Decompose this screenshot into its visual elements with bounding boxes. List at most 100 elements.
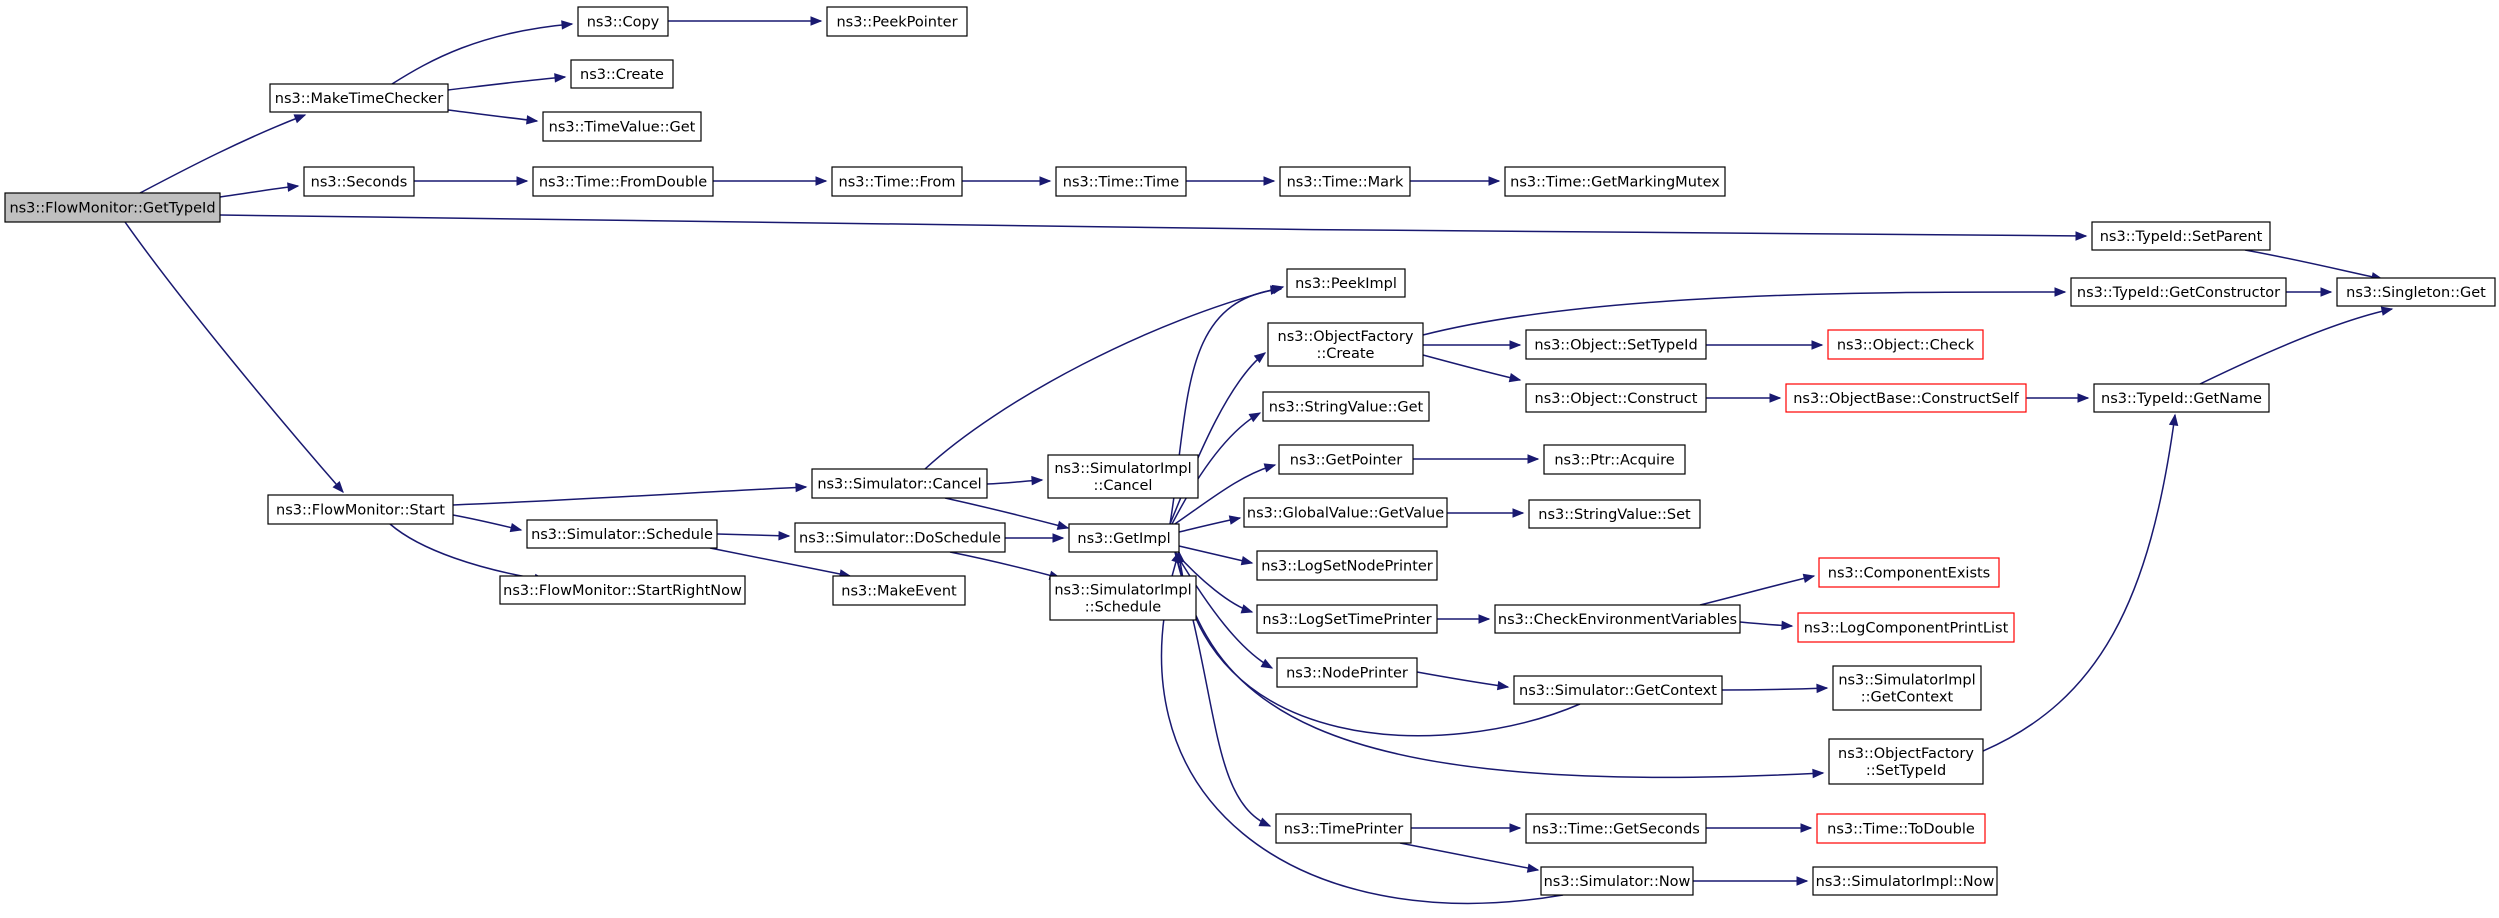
edge-n29-to-n30	[1447, 508, 1525, 518]
node-ns3-typeid-getname[interactable]: ns3::TypeId::GetName	[2093, 383, 2270, 413]
edge-arrowhead	[1039, 176, 1052, 186]
edge-n20-to-n13	[2286, 287, 2333, 297]
node-ns3-stringvalue-set[interactable]: ns3::StringValue::Set	[1528, 499, 1701, 529]
node-box	[1504, 166, 1726, 197]
node-box	[526, 519, 718, 549]
node-ns3-getimpl[interactable]: ns3::GetImpl	[1068, 523, 1180, 553]
edge-line	[219, 185, 299, 198]
node-ns3-simulator-getcontext[interactable]: ns3::Simulator::GetContext	[1513, 675, 1723, 705]
node-ns3-peekpointer[interactable]: ns3::PeekPointer	[826, 6, 968, 37]
node-ns3-simulatorimpl-schedule[interactable]: ns3::SimulatorImpl::Schedule	[1049, 575, 1197, 621]
node-ns3-flowmonitor-start[interactable]: ns3::FlowMonitor::Start	[267, 494, 454, 525]
edge-arrowhead	[1769, 393, 1782, 403]
node-box	[267, 494, 454, 525]
edge-arrowhead	[778, 530, 791, 541]
edge-line	[124, 221, 344, 493]
node-ns3-simulator-doschedule[interactable]: ns3::Simulator::DoSchedule	[794, 522, 1006, 553]
node-label: ns3::Time::From	[839, 175, 956, 191]
edge-line	[447, 76, 566, 91]
edge-n18-to-n36	[1174, 551, 1274, 669]
node-ns3-simulator-now[interactable]: ns3::Simulator::Now	[1540, 866, 1694, 896]
node-ns3-time-todouble[interactable]: ns3::Time::ToDouble	[1816, 813, 1986, 844]
node-ns3-flowmonitor-startrightnow[interactable]: ns3::FlowMonitor::StartRightNow	[499, 575, 746, 605]
edge-line	[1416, 671, 1509, 688]
node-ns3-typeid-getconstructor[interactable]: ns3::TypeId::GetConstructor	[2070, 277, 2287, 307]
edge-arrowhead	[1478, 614, 1491, 624]
node-ns3-logsettimeprinter[interactable]: ns3::LogSetTimePrinter	[1256, 604, 1438, 634]
node-ns3-simulatorimpl-cancel[interactable]: ns3::SimulatorImpl::Cancel	[1047, 454, 1199, 499]
edge-arrowhead	[1253, 352, 1267, 364]
node-ns3-time-mark[interactable]: ns3::Time::Mark	[1279, 166, 1411, 197]
node-ns3-object-check[interactable]: ns3::Object::Check	[1827, 329, 1984, 360]
node-ns3-makeevent[interactable]: ns3::MakeEvent	[832, 575, 966, 606]
edge-arrowhead	[1526, 863, 1540, 873]
edge-n27-to-n28	[1413, 454, 1540, 464]
node-ns3-objectfactory-settypeid[interactable]: ns3::ObjectFactory::SetTypeId	[1828, 738, 1984, 785]
edge-arrowhead	[1056, 520, 1070, 530]
node-label: ns3::GetPointer	[1290, 453, 1403, 469]
edge-n19-to-n21	[1423, 340, 1522, 350]
edge-line	[2199, 308, 2393, 385]
node-ns3-logcomponentprintlist[interactable]: ns3::LogComponentPrintList	[1797, 612, 2015, 643]
edge-line	[452, 486, 807, 506]
node-ns3-time-getseconds[interactable]: ns3::Time::GetSeconds	[1525, 813, 1707, 844]
node-box	[826, 6, 968, 37]
node-box	[2336, 277, 2496, 307]
node-label: ns3::Simulator::Cancel	[817, 477, 981, 493]
node-box	[1812, 866, 1998, 896]
node-ns3-nodeprinter[interactable]: ns3::NodePrinter	[1276, 657, 1418, 688]
node-ns3-object-settypeid[interactable]: ns3::Object::SetTypeId	[1525, 329, 1707, 360]
node-ns3-copy[interactable]: ns3::Copy	[577, 6, 669, 37]
node-ns3-componentexists[interactable]: ns3::ComponentExists	[1818, 557, 2000, 588]
node-box	[1797, 612, 2015, 643]
node-ns3-timevalue-get[interactable]: ns3::TimeValue::Get	[542, 111, 702, 142]
node-box	[499, 575, 746, 605]
node-ns3-simulatorimpl-now[interactable]: ns3::SimulatorImpl::Now	[1812, 866, 1998, 896]
node-ns3-logsetnodeprinter[interactable]: ns3::LogSetNodePrinter	[1256, 550, 1438, 581]
edge-n40-to-n41	[1411, 823, 1522, 833]
edge-n7-to-n8	[713, 176, 828, 186]
node-label: ns3::TypeId::GetName	[2101, 391, 2262, 407]
node-ns3-simulator-schedule[interactable]: ns3::Simulator::Schedule	[526, 519, 718, 549]
node-label: ns3::Object::Construct	[1535, 391, 1698, 407]
node-ns3-objectfactory-create[interactable]: ns3::ObjectFactory::Create	[1267, 322, 1424, 367]
node-box	[832, 575, 966, 606]
edge-line	[1174, 551, 1273, 669]
node-label: ns3::ComponentExists	[1828, 566, 1991, 582]
node-box	[1275, 813, 1412, 844]
node-ns3-objectbase-constructself[interactable]: ns3::ObjectBase::ConstructSelf	[1785, 383, 2027, 413]
node-ns3-singleton-get[interactable]: ns3::Singleton::Get	[2336, 277, 2496, 307]
node-ns3-seconds[interactable]: ns3::Seconds	[303, 166, 415, 197]
node-label: ns3::FlowMonitor::StartRightNow	[503, 583, 742, 599]
node-box	[1785, 383, 2027, 413]
node-ns3-object-construct[interactable]: ns3::Object::Construct	[1525, 383, 1707, 413]
node-ns3-getpointer[interactable]: ns3::GetPointer	[1278, 444, 1414, 475]
node-box	[1047, 454, 1199, 499]
node-ns3-globalvalue-getvalue[interactable]: ns3::GlobalValue::GetValue	[1243, 497, 1448, 528]
node-ns3-time-time[interactable]: ns3::Time::Time	[1055, 166, 1187, 197]
node-box	[1068, 523, 1180, 553]
node-box	[1513, 675, 1723, 705]
edge-n9-to-n10	[1186, 176, 1276, 186]
node-label: ns3::Time::Time	[1063, 175, 1180, 191]
node-ns3-simulator-cancel[interactable]: ns3::Simulator::Cancel	[811, 468, 988, 499]
edge-n15-to-n16	[924, 284, 1285, 470]
edge-line	[219, 214, 2087, 237]
node-ns3-maketimechecker[interactable]: ns3::MakeTimeChecker	[269, 83, 449, 113]
node-ns3-timeprinter[interactable]: ns3::TimePrinter	[1275, 813, 1412, 844]
node-ns3-stringvalue-get[interactable]: ns3::StringValue::Get	[1262, 391, 1430, 422]
node-ns3-time-fromdouble[interactable]: ns3::Time::FromDouble	[532, 166, 714, 197]
node-ns3-create[interactable]: ns3::Create	[570, 59, 674, 89]
node-ns3-time-from[interactable]: ns3::Time::From	[831, 166, 963, 197]
node-ns3-typeid-setparent[interactable]: ns3::TypeId::SetParent	[2091, 221, 2271, 251]
node-ns3-simulatorimpl-getcontext[interactable]: ns3::SimulatorImpl::GetContext	[1832, 665, 1982, 711]
node-ns3-flowmonitor-gettypeid[interactable]: ns3::FlowMonitor::GetTypeId	[4, 192, 221, 223]
node-ns3-peekimpl[interactable]: ns3::PeekImpl	[1286, 268, 1406, 298]
edge-arrowhead	[1816, 683, 1829, 694]
node-ns3-time-getmarkingmutex[interactable]: ns3::Time::GetMarkingMutex	[1504, 166, 1726, 197]
node-ns3-checkenvironmentvariables[interactable]: ns3::CheckEnvironmentVariables	[1494, 604, 1741, 634]
node-ns3-ptr-acquire[interactable]: ns3::Ptr::Acquire	[1543, 444, 1686, 475]
node-label: ::Cancel	[1094, 478, 1153, 494]
edge-arrowhead	[1228, 515, 1242, 525]
node-box	[1543, 444, 1686, 475]
